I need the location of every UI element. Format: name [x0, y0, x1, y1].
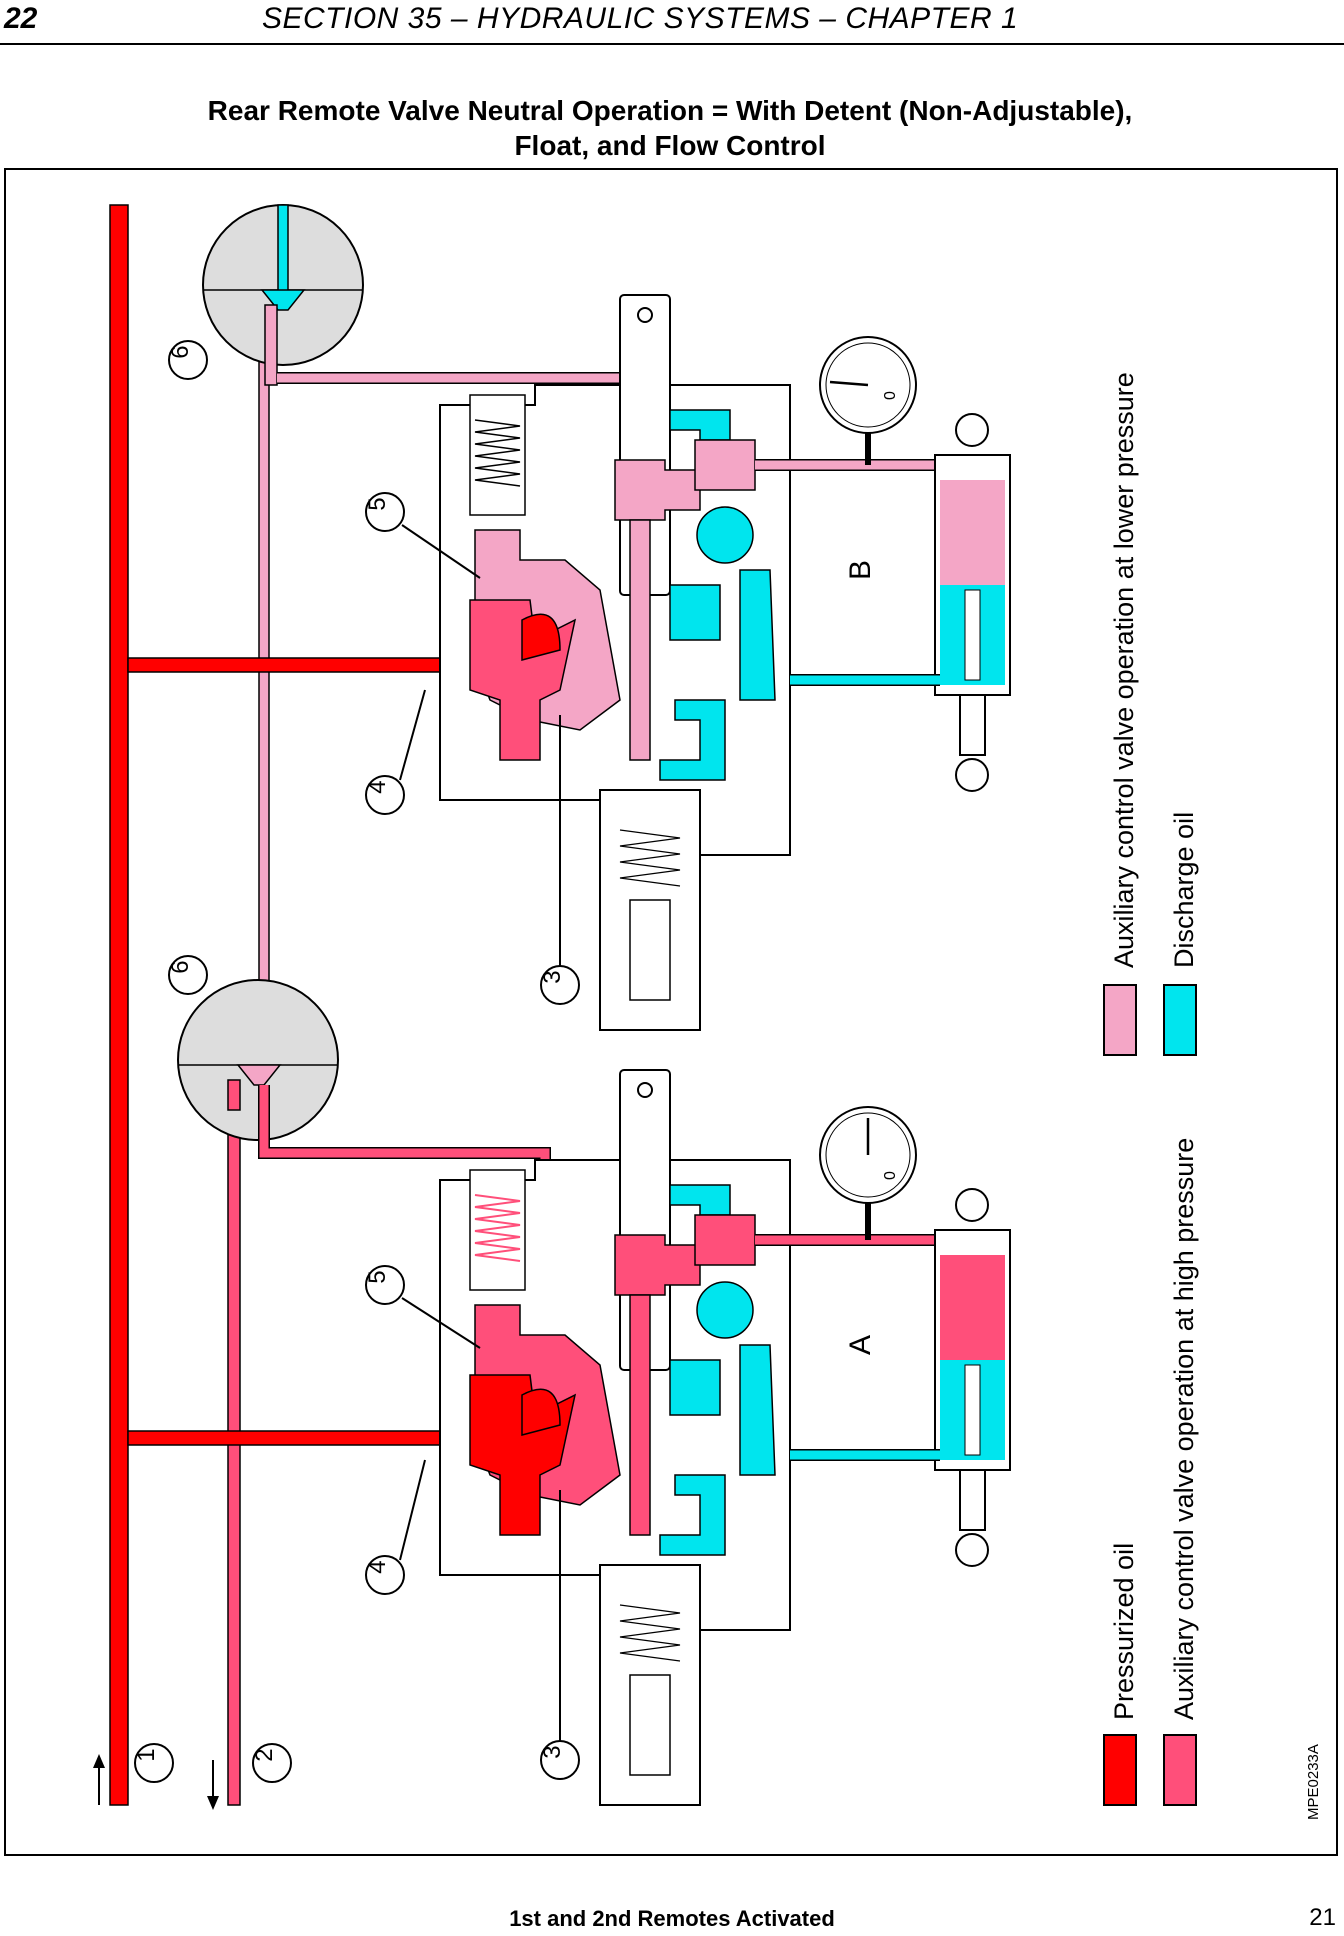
section-title: SECTION 35 – HYDRAULIC SYSTEMS – CHAPTER…	[262, 2, 1019, 35]
legend-item-high-pressure: Auxiliary control valve operation at hig…	[1163, 1138, 1199, 1806]
svg-text:1: 1	[133, 1748, 160, 1761]
callout-3-upper: 3	[539, 715, 580, 1005]
svg-text:Auxiliary control valve operat: Auxiliary control valve operation at low…	[1109, 372, 1139, 968]
callout-6-upper: 6	[167, 340, 208, 380]
legend: Pressurized oil Auxiliary control valve …	[1103, 372, 1199, 1806]
svg-text:Auxiliary control valve operat: Auxiliary control valve operation at hig…	[1169, 1138, 1199, 1720]
svg-text:5: 5	[364, 1270, 391, 1283]
callout-5-lower: 5	[364, 1265, 481, 1349]
flow-arrow-down	[207, 1760, 219, 1810]
supply-line-1	[109, 204, 129, 1806]
svg-text:4: 4	[364, 1560, 391, 1573]
callout-6-lower: 6	[167, 955, 208, 995]
flow-arrow-up	[93, 1754, 105, 1805]
svg-text:5: 5	[364, 497, 391, 510]
hydraulic-diagram: B A 0 0 1 2 3 3 4 4	[93, 204, 1322, 1820]
callout-5-upper: 5	[364, 492, 481, 579]
valve-label-b: B	[844, 560, 877, 580]
callout-4-lower: 4	[364, 1459, 426, 1595]
svg-text:Pressurized oil: Pressurized oil	[1109, 1543, 1139, 1720]
reference-code: MPE0233A	[1305, 1744, 1322, 1820]
gauge-zero-upper: 0	[882, 391, 899, 400]
supply-branch-upper	[127, 657, 474, 673]
callout-3-lower: 3	[539, 1490, 580, 1780]
legend-item-discharge: Discharge oil	[1163, 812, 1199, 1056]
pilot-line-upper	[258, 319, 270, 1051]
svg-text:3: 3	[539, 970, 566, 983]
svg-text:4: 4	[364, 780, 391, 793]
svg-text:6: 6	[167, 345, 194, 358]
callout-2: 2	[251, 1743, 292, 1783]
header-rule	[0, 43, 1344, 45]
figure-frame	[4, 168, 1338, 1856]
legend-item-pressurized: Pressurized oil	[1103, 1543, 1139, 1806]
svg-text:3: 3	[539, 1745, 566, 1758]
supply-branch-lower	[127, 1430, 474, 1446]
svg-text:6: 6	[167, 960, 194, 973]
valve-assembly-a	[177, 979, 1011, 1806]
svg-text:2: 2	[251, 1748, 278, 1761]
figure-caption: 1st and 2nd Remotes Activated	[509, 1906, 835, 1931]
svg-text:Discharge oil: Discharge oil	[1169, 812, 1199, 968]
return-line-2	[227, 1099, 241, 1806]
callout-4-upper: 4	[364, 689, 426, 815]
gauge-zero-lower: 0	[882, 1171, 899, 1180]
figure-title-line-2: Float, and Flow Control	[514, 130, 826, 161]
legend-item-lower-pressure: Auxiliary control valve operation at low…	[1103, 372, 1139, 1056]
figure-number: 21	[1309, 1904, 1336, 1931]
valve-label-a: A	[844, 1335, 877, 1355]
valve-assembly-b	[202, 204, 1011, 1031]
page-number: 22	[4, 2, 38, 35]
figure-title-line-1: Rear Remote Valve Neutral Operation = Wi…	[207, 95, 1133, 126]
callout-1: 1	[133, 1743, 174, 1783]
